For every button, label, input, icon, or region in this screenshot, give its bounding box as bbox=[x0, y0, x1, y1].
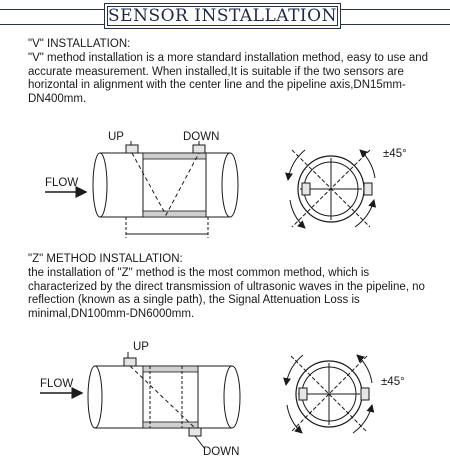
header: SENSOR INSTALLATION bbox=[0, 0, 450, 34]
z-down-label: DOWN bbox=[203, 446, 239, 458]
v-pipe-right-end bbox=[221, 152, 239, 218]
z-up-label: UP bbox=[133, 341, 149, 353]
v-cross-section: ±45° bbox=[285, 148, 407, 229]
v-xs-sensor-right bbox=[363, 182, 373, 196]
v-sensor-up bbox=[125, 144, 139, 154]
v-heading: "V" INSTALLATION: bbox=[28, 38, 131, 50]
v-body: "V" method installation is a more standa… bbox=[28, 52, 429, 105]
z-pipe-left-end bbox=[87, 365, 103, 429]
v-angle-label: ±45° bbox=[383, 148, 407, 160]
v-xs-sensor-left bbox=[301, 182, 311, 196]
v-sensor-down bbox=[192, 144, 206, 154]
v-down-label: DOWN bbox=[183, 131, 219, 143]
z-xs-sensor-right bbox=[360, 387, 370, 401]
z-pipe-diagram: UP DOWN FLOW ±4 bbox=[40, 341, 405, 458]
v-flow-label: FLOW bbox=[45, 177, 78, 189]
v-signal-path bbox=[131, 152, 200, 217]
v-pipe-diagram: UP DOWN FLOW bbox=[45, 131, 407, 238]
title-frame: SENSOR INSTALLATION bbox=[104, 3, 341, 29]
v-pipe-left-end bbox=[92, 152, 108, 218]
z-signal-path bbox=[129, 365, 196, 429]
page-title: SENSOR INSTALLATION bbox=[107, 6, 338, 26]
z-sensor-up bbox=[123, 357, 137, 367]
z-heading: "Z" METHOD INSTALLATION: bbox=[28, 253, 183, 265]
z-flow-label: FLOW bbox=[40, 378, 73, 390]
z-cross-section: ±45° bbox=[283, 354, 405, 434]
z-angle-label: ±45° bbox=[381, 376, 405, 388]
v-up-label: UP bbox=[108, 131, 124, 143]
z-pipe-right-end bbox=[223, 365, 241, 429]
z-xs-sensor-left bbox=[298, 387, 308, 401]
z-body: the installation of "Z" method is the mo… bbox=[28, 267, 425, 320]
z-sensor-down bbox=[188, 427, 202, 437]
